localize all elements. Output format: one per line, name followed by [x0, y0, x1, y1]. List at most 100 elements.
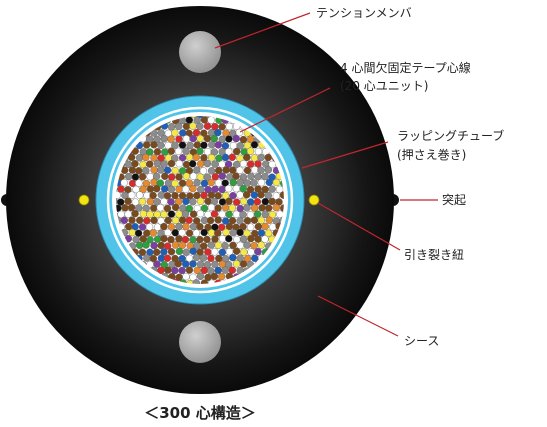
optical-fiber	[200, 179, 209, 188]
optical-fiber	[246, 147, 255, 155]
tension-member-bottom	[179, 321, 221, 363]
optical-fiber	[138, 248, 147, 257]
optical-fiber	[193, 179, 201, 187]
optical-fiber	[224, 147, 233, 156]
optical-fiber	[167, 135, 175, 143]
optical-fiber	[171, 166, 179, 175]
label-wrapping-tube-line1: ラッピングチューブ	[397, 128, 504, 143]
optical-fiber	[135, 179, 143, 187]
optical-fiber	[139, 160, 147, 169]
optical-fiber	[167, 223, 176, 231]
optical-fiber	[225, 210, 233, 219]
optical-fiber	[150, 141, 158, 149]
optical-fiber	[174, 122, 183, 131]
optical-fiber	[236, 166, 244, 175]
optical-fiber	[175, 210, 183, 218]
optical-fiber	[268, 197, 276, 206]
optical-fiber	[214, 166, 223, 175]
optical-fiber	[204, 248, 212, 256]
optical-fiber	[246, 185, 255, 194]
optical-fiber	[127, 203, 136, 212]
optical-fiber	[236, 178, 245, 187]
optical-fiber	[207, 154, 216, 162]
optical-fiber	[149, 229, 158, 237]
optical-fiber	[160, 234, 168, 243]
optical-fiber	[192, 153, 201, 162]
optical-fiber	[150, 241, 158, 250]
optical-fiber	[232, 198, 241, 206]
optical-fiber	[145, 135, 154, 144]
optical-fiber	[257, 216, 265, 225]
optical-fiber	[279, 191, 284, 199]
optical-fiber	[272, 178, 281, 187]
optical-fiber	[185, 216, 193, 224]
optical-fiber	[210, 210, 219, 218]
optical-fiber	[135, 154, 144, 162]
optical-fiber	[203, 147, 212, 156]
optical-fiber	[214, 204, 222, 212]
optical-fiber	[200, 141, 208, 149]
optical-fiber	[247, 172, 255, 181]
optical-fiber	[221, 203, 230, 212]
optical-fiber	[120, 178, 128, 187]
optical-fiber	[139, 185, 147, 193]
optical-fiber	[182, 160, 191, 169]
optical-fiber	[210, 134, 219, 143]
optical-fiber	[250, 191, 259, 199]
diagram-caption: ＜300 心構造＞	[144, 404, 256, 422]
optical-fiber	[182, 222, 190, 231]
optical-fiber	[261, 172, 269, 181]
optical-fiber	[160, 261, 169, 269]
optical-fiber	[257, 229, 266, 237]
optical-fiber	[174, 260, 182, 268]
optical-fiber	[153, 260, 161, 268]
optical-fiber	[175, 247, 184, 256]
optical-fiber	[228, 153, 237, 162]
optical-fiber	[160, 222, 168, 231]
optical-fiber	[142, 179, 151, 188]
optical-fiber	[160, 135, 169, 143]
optical-fiber	[185, 204, 194, 213]
optical-fiber	[182, 147, 190, 155]
optical-fiber	[221, 153, 230, 162]
optical-fiber	[206, 216, 215, 225]
optical-fiber	[167, 147, 176, 155]
optical-fiber	[146, 185, 155, 193]
optical-fiber	[207, 203, 216, 212]
optical-fiber	[163, 192, 172, 200]
optical-fiber	[207, 116, 215, 124]
optical-fiber	[175, 185, 183, 194]
optical-fiber	[243, 241, 251, 249]
optical-fiber	[196, 185, 205, 194]
optical-fiber	[239, 223, 247, 231]
optical-fiber	[142, 141, 151, 149]
leader-lines	[214, 12, 438, 337]
optical-fiber	[153, 235, 162, 243]
optical-fiber	[161, 172, 169, 181]
optical-fiber	[190, 116, 198, 118]
optical-fiber	[185, 229, 194, 237]
optical-fiber	[264, 166, 272, 174]
optical-fiber	[189, 260, 197, 268]
optical-fiber	[120, 216, 129, 225]
optical-fiber	[178, 192, 187, 200]
optical-fiber	[257, 241, 265, 249]
optical-fiber	[134, 204, 143, 212]
optical-fiber	[196, 272, 205, 280]
optical-fiber	[254, 222, 263, 231]
optical-fiber	[218, 248, 227, 257]
optical-fiber	[204, 197, 212, 206]
optical-fiber	[186, 141, 194, 150]
optical-fiber	[200, 279, 209, 284]
optical-fiber	[142, 241, 150, 249]
optical-fiber	[218, 172, 227, 180]
optical-fiber	[236, 191, 244, 199]
optical-fiber	[228, 216, 237, 225]
optical-fiber	[146, 148, 154, 156]
optical-fiber	[275, 185, 284, 194]
optical-fiber	[145, 223, 154, 231]
optical-fiber	[257, 166, 265, 174]
optical-fiber	[214, 241, 223, 250]
optical-fiber	[214, 229, 222, 237]
optical-fiber	[171, 179, 179, 188]
